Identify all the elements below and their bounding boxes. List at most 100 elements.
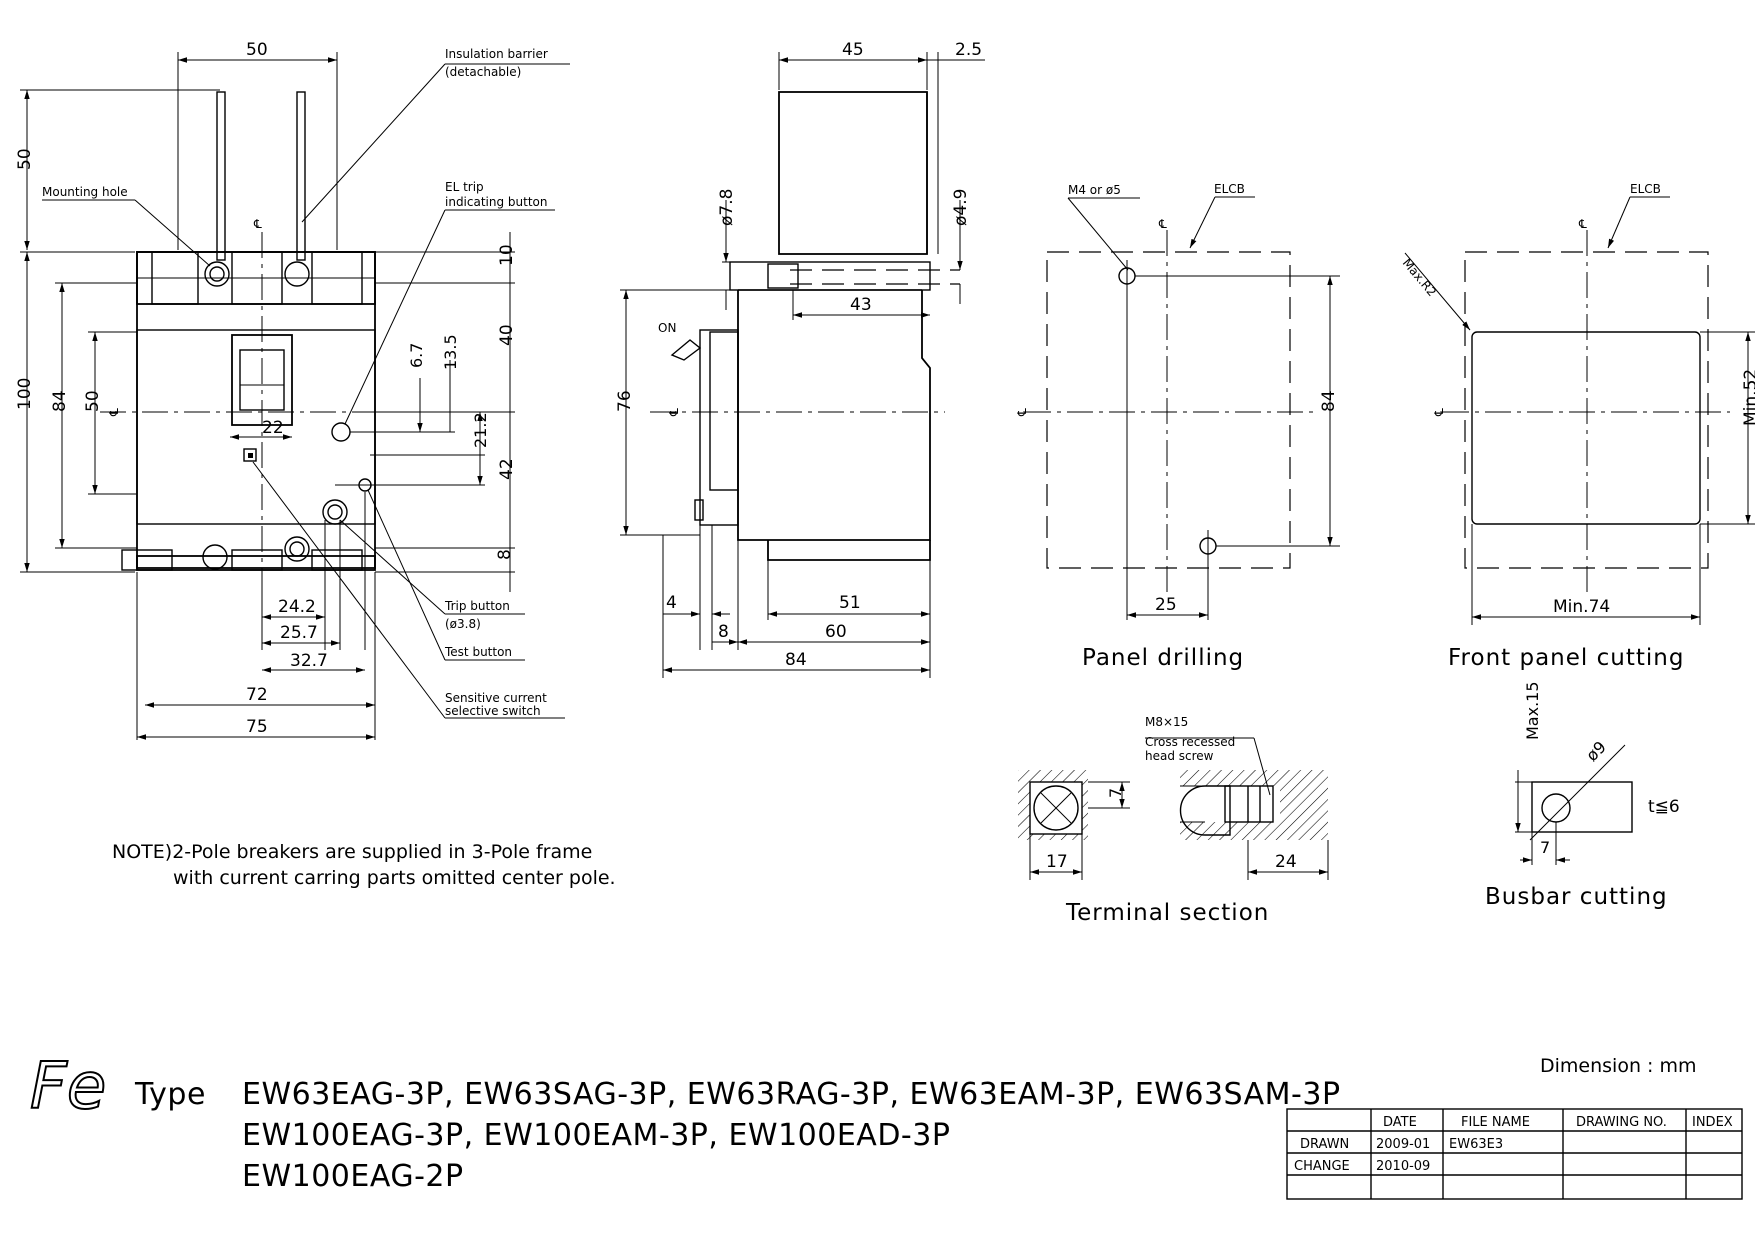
insulation-barrier bbox=[216, 91, 226, 261]
screw-label: head screw bbox=[1145, 749, 1214, 763]
sensitive-current-label: Sensitive current bbox=[445, 691, 547, 705]
dim-label: Min.74 bbox=[1553, 597, 1610, 617]
centerline-mark: ℄ bbox=[667, 408, 681, 417]
max-r2-label: Max.R2 bbox=[1400, 256, 1439, 299]
tb-header-index: INDEX bbox=[1692, 1115, 1733, 1130]
dim-label: 100 bbox=[15, 378, 35, 410]
dim-label: 72 bbox=[246, 685, 268, 705]
dim-label: 22 bbox=[262, 418, 284, 438]
dim-label: 7 bbox=[1540, 838, 1550, 857]
tb-cell: 2009-01 bbox=[1376, 1137, 1430, 1152]
dim-label: 8 bbox=[718, 622, 729, 642]
tb-cell: DRAWN bbox=[1300, 1137, 1349, 1152]
dim-label: 84 bbox=[1319, 390, 1339, 412]
dim-label: 76 bbox=[615, 390, 635, 412]
terminal-section: 7 17 24 M8×15 Cross recessed head screw … bbox=[1018, 715, 1329, 926]
tb-cell: 2010-09 bbox=[1376, 1159, 1430, 1174]
trip-button-label: Trip button bbox=[444, 599, 510, 613]
screw-label: M8×15 bbox=[1145, 715, 1188, 729]
detachable-label: (detachable) bbox=[445, 65, 521, 79]
indicating-button-label: indicating button bbox=[445, 195, 548, 209]
dim-label: 43 bbox=[850, 295, 872, 315]
tb-header-date: DATE bbox=[1383, 1115, 1417, 1130]
type-line-3: EW100EAG-2P bbox=[242, 1159, 464, 1194]
centerline-mark: ℄ bbox=[107, 408, 121, 417]
front-view: ℄ ℄ 50 50 100 84 50 10 40 42 8 bbox=[15, 40, 570, 740]
type-label: Type bbox=[134, 1077, 206, 1112]
elcb-label: ELCB bbox=[1630, 182, 1661, 196]
selective-switch-label: selective switch bbox=[445, 704, 541, 718]
note-line-2: with current carring parts omitted cente… bbox=[173, 867, 616, 889]
dim-label: 2.5 bbox=[955, 40, 982, 60]
dim-label: 24 bbox=[1275, 852, 1297, 872]
front-panel-cutting: Min.52 Min.74 Max.R2 ELCB ℄ ℄ Front pane… bbox=[1400, 182, 1755, 671]
tb-header-drawing-no: DRAWING NO. bbox=[1576, 1115, 1667, 1130]
dim-label: 6.7 bbox=[407, 343, 426, 368]
busbar-cutting: ø9 Max.15 7 t≦6 Busbar cutting bbox=[1485, 681, 1680, 910]
dim-label: 42 bbox=[497, 458, 517, 480]
panel-drilling: 84 25 M4 or ø5 ELCB ℄ ℄ Panel drilling bbox=[1015, 182, 1340, 671]
dim-label: 51 bbox=[839, 593, 861, 613]
title-block: DATE FILE NAME DRAWING NO. INDEX DRAWN 2… bbox=[1286, 1108, 1743, 1200]
dim-label: 40 bbox=[497, 324, 517, 346]
mounting-hole-label: Mounting hole bbox=[42, 185, 128, 199]
dim-label: 24.2 bbox=[278, 597, 316, 617]
el-trip-button bbox=[331, 422, 351, 442]
centerline-mark: ℄ bbox=[253, 217, 262, 231]
centerline-mark: ℄ bbox=[1015, 408, 1029, 417]
on-label: ON bbox=[658, 321, 676, 335]
dim-label: Min.52 bbox=[1741, 369, 1755, 426]
busbar-cutting-caption: Busbar cutting bbox=[1485, 884, 1668, 910]
tb-cell: EW63E3 bbox=[1449, 1137, 1503, 1152]
centerline-mark: ℄ bbox=[1158, 217, 1167, 231]
insulation-barrier-label: Insulation barrier bbox=[445, 47, 548, 61]
dim-label: ø7.8 bbox=[717, 189, 737, 226]
dim-label: 25 bbox=[1155, 595, 1177, 615]
dim-label: 21.2 bbox=[471, 412, 490, 448]
dim-label: Max.15 bbox=[1523, 681, 1542, 740]
type-line-2: EW100EAG-3P, EW100EAM-3P, EW100EAD-3P bbox=[242, 1118, 950, 1153]
dimension-unit: Dimension : mm bbox=[1540, 1055, 1697, 1077]
note-line-1: NOTE)2-Pole breakers are supplied in 3-P… bbox=[112, 841, 592, 863]
centerline-mark: ℄ bbox=[1578, 217, 1587, 231]
front-panel-cutting-caption: Front panel cutting bbox=[1448, 645, 1684, 671]
dim-label: 32.7 bbox=[290, 651, 328, 671]
dim-label: 84 bbox=[50, 390, 70, 412]
dim-label: 4 bbox=[666, 593, 677, 613]
dim-label: 50 bbox=[83, 390, 103, 412]
dim-label: ø9 bbox=[1582, 737, 1610, 765]
dim-label: 13.5 bbox=[441, 334, 460, 370]
tb-cell: CHANGE bbox=[1294, 1159, 1350, 1174]
dim-label: 17 bbox=[1046, 852, 1068, 872]
screw-label: Cross recessed bbox=[1145, 735, 1235, 749]
logo-text: Fe bbox=[30, 1050, 106, 1124]
dim-label: 25.7 bbox=[280, 623, 318, 643]
centerline-mark: ℄ bbox=[1432, 408, 1446, 417]
dim-label: 10 bbox=[497, 244, 517, 266]
trip-button-dia-label: (ø3.8) bbox=[445, 617, 481, 631]
dim-label: 8 bbox=[495, 549, 515, 560]
dim-label: 50 bbox=[246, 40, 268, 60]
el-trip-label: EL trip bbox=[445, 180, 484, 194]
fuji-logo: Fe bbox=[29, 1049, 107, 1125]
dim-label: 84 bbox=[785, 650, 807, 670]
handle-cover bbox=[778, 91, 928, 255]
elcb-label: ELCB bbox=[1214, 182, 1245, 196]
terminal-section-caption: Terminal section bbox=[1065, 900, 1269, 926]
test-button-label: Test button bbox=[444, 645, 512, 659]
dim-label: 7 bbox=[1106, 788, 1125, 798]
dim-label: ø4.9 bbox=[951, 189, 971, 226]
type-line-1: EW63EAG-3P, EW63SAG-3P, EW63RAG-3P, EW63… bbox=[242, 1077, 1341, 1112]
tb-header-filename: FILE NAME bbox=[1461, 1115, 1530, 1130]
dim-label: 50 bbox=[15, 148, 35, 170]
dim-label: t≦6 bbox=[1648, 797, 1680, 817]
dim-label: 45 bbox=[842, 40, 864, 60]
dim-label: 75 bbox=[246, 717, 268, 737]
panel-drilling-caption: Panel drilling bbox=[1082, 645, 1244, 671]
mounting-hole bbox=[204, 261, 230, 287]
side-view: ℄ ON 45 2.5 ø7.8 ø4.9 43 76 bbox=[615, 40, 985, 678]
dim-label: 60 bbox=[825, 622, 847, 642]
m4-label: M4 or ø5 bbox=[1068, 183, 1121, 197]
trip-button bbox=[322, 499, 348, 525]
